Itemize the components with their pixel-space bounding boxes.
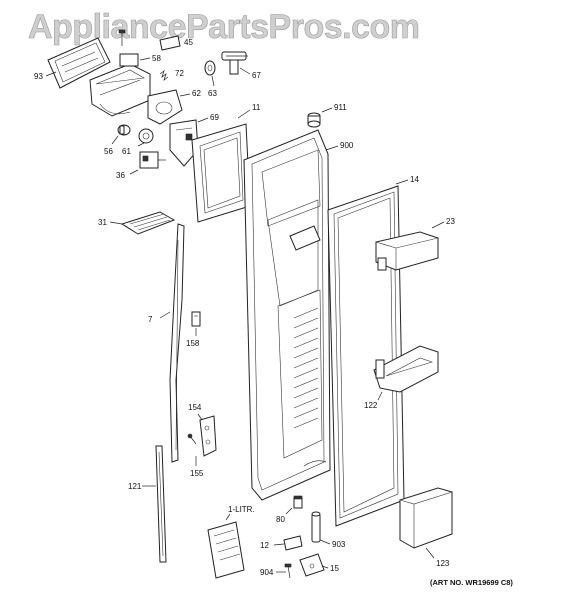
leader-911 [321,107,333,113]
part-154-hinge-bracket[interactable] [199,415,217,457]
label-155: 155 [190,469,204,478]
leader-31 [109,221,123,225]
part-15-bracket[interactable] [299,553,325,577]
part-155-screw[interactable] [187,433,197,445]
leader-14 [395,179,409,185]
part-12-clip[interactable] [283,535,303,551]
label-12: 12 [260,541,269,550]
leader-80 [285,507,293,515]
part-904-screw[interactable] [284,563,292,579]
part-58-housing[interactable] [89,53,151,117]
label-121: 121 [128,482,142,491]
label-123: 123 [436,559,450,568]
label-36: 36 [116,171,125,180]
label-122: 122 [364,401,378,410]
leader-58 [139,57,151,61]
part-45-clip[interactable] [159,35,181,51]
label-80: 80 [276,515,285,524]
label-15: 15 [330,564,339,573]
leader-61 [137,142,145,147]
part-45-screw[interactable] [118,29,126,46]
leader-12 [273,543,285,546]
leader-154 [197,413,203,421]
label-69: 69 [210,113,219,122]
leader-11 [237,109,251,119]
part-36-switch[interactable] [139,151,166,169]
label-154: 154 [188,403,202,412]
part-72-spring[interactable] [159,70,169,81]
part-67-actuator[interactable] [221,51,248,75]
label-58: 58 [152,54,161,63]
leader-93 [45,71,57,77]
label-23: 23 [446,217,455,226]
label-67: 67 [252,71,261,80]
part-121-handle-strip[interactable] [155,445,167,563]
label-911: 911 [334,103,347,112]
part-122-middle-bin[interactable] [373,345,439,393]
part-63-cam[interactable] [204,60,216,76]
part-900-door[interactable] [243,129,331,501]
leader-1litr [225,513,231,521]
label-56: 56 [104,147,113,156]
leader-67 [239,67,251,75]
leader-900 [325,145,339,151]
label-904: 904 [260,568,274,577]
label-61: 61 [122,147,131,156]
leader-123 [425,547,435,559]
part-123-lower-bin[interactable] [398,487,454,549]
part-80-fitting[interactable] [293,495,303,509]
leader-63 [211,75,215,87]
leader-56 [111,135,119,145]
label-31: 31 [98,218,107,227]
part-14-gasket[interactable] [327,185,405,527]
part-903-tube[interactable] [311,511,321,543]
label-63: 63 [208,89,217,98]
part-23-upper-bin[interactable] [374,231,440,271]
art-number: (ART NO. WR19699 C8) [430,578,513,587]
label-1-litr: 1-LITR. [228,505,255,514]
label-903: 903 [332,540,346,549]
label-7: 7 [148,315,153,324]
leader-7 [159,311,171,319]
part-911-plug[interactable] [307,112,321,128]
part-61-socket[interactable] [138,128,154,144]
label-11: 11 [252,103,261,112]
leader-15 [321,565,329,569]
leader-62 [179,93,191,97]
label-14: 14 [410,175,419,184]
label-45: 45 [184,38,193,47]
leader-69 [197,117,209,123]
leader-903 [319,539,331,545]
door-vent-slots [293,307,319,429]
part-literature-booklet[interactable] [207,521,245,579]
label-62: 62 [192,89,201,98]
part-31-drip-grille[interactable] [120,211,176,235]
part-158-clip[interactable] [191,311,201,327]
part-93-label-plate[interactable] [47,37,111,89]
label-93: 93 [34,72,43,81]
label-900: 900 [340,141,354,150]
label-72: 72 [175,69,184,78]
leader-36 [129,169,139,175]
label-158: 158 [186,339,200,348]
part-11-recess-frame[interactable] [191,123,251,223]
leader-122 [377,391,383,401]
part-56-bulb[interactable] [117,124,131,136]
part-7-trim-strip[interactable] [169,223,185,463]
leader-23 [431,221,445,229]
part-69-lever[interactable] [169,119,199,167]
part-62-bracket[interactable] [147,89,183,125]
